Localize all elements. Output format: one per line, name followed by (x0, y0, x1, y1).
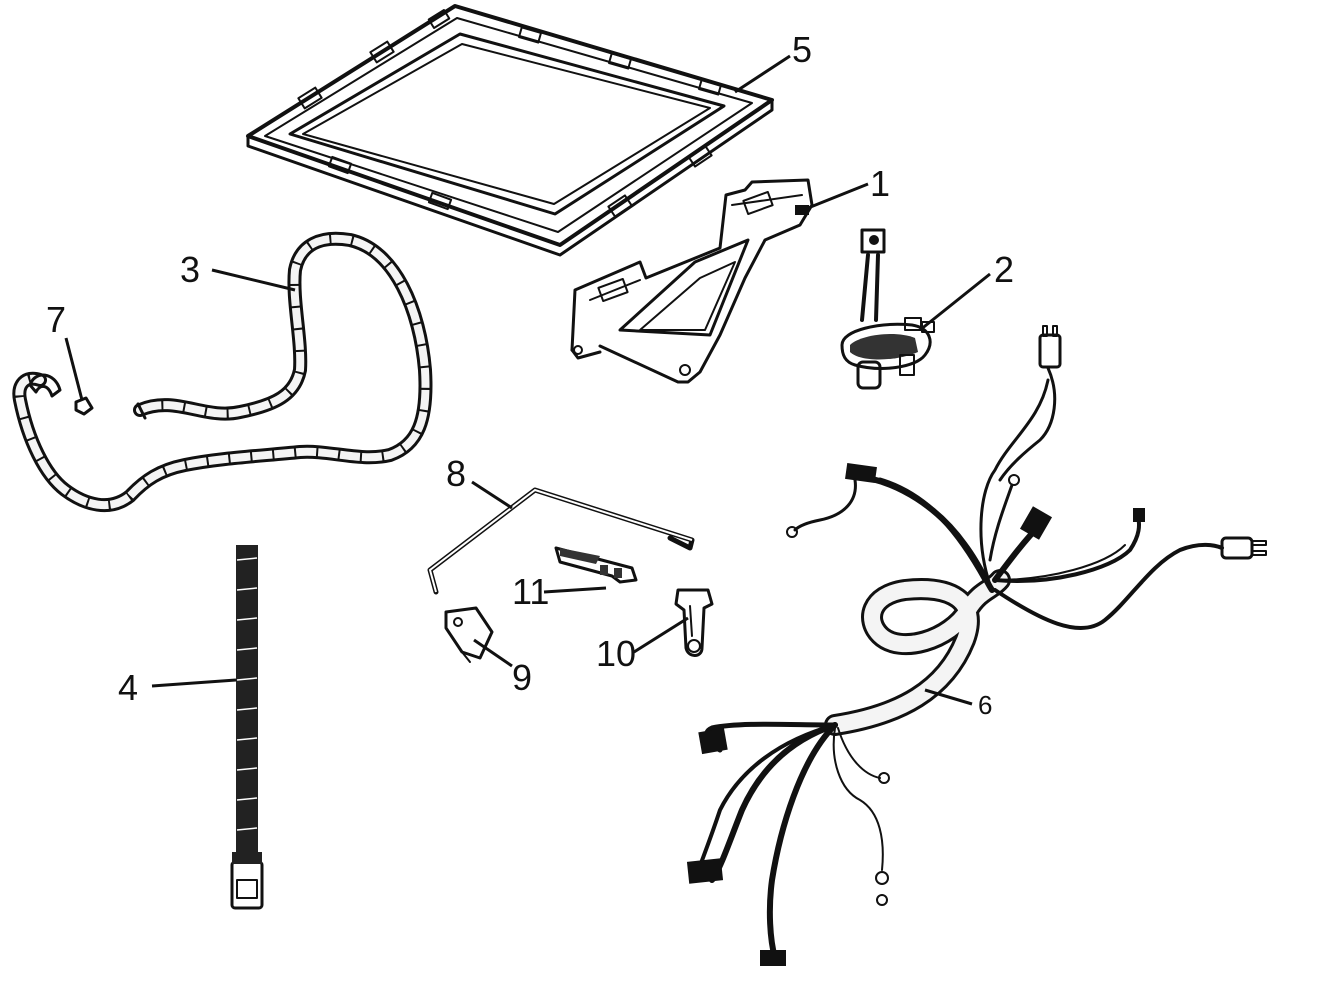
label-part-6: 6 (978, 690, 992, 720)
part-3-hose (12, 231, 433, 513)
leader-1 (807, 182, 869, 210)
part-5-top-frame (246, 4, 774, 257)
label-part-1: 1 (870, 163, 890, 204)
leader-9 (473, 638, 513, 668)
label-part-3: 3 (180, 249, 200, 290)
label-part-5: 5 (792, 29, 812, 70)
leader-3 (211, 268, 296, 292)
part-1-bracket (570, 178, 814, 384)
leader-11 (543, 586, 607, 594)
label-part-4: 4 (118, 667, 138, 708)
leader-5 (734, 54, 791, 94)
leader-lines (64, 54, 991, 706)
label-part-2: 2 (994, 249, 1014, 290)
leader-6 (924, 688, 973, 706)
label-part-10: 10 (596, 633, 636, 674)
part-2-water-level-switch (840, 228, 935, 390)
label-part-7: 7 (46, 299, 66, 340)
part-10-latch (674, 588, 714, 657)
part-7-clamp (74, 396, 94, 416)
leader-8 (471, 480, 513, 510)
leader-7 (64, 337, 84, 401)
label-part-9: 9 (512, 657, 532, 698)
part-8-rod (427, 487, 695, 595)
leader-2 (919, 272, 991, 332)
leader-10 (633, 616, 689, 654)
label-part-8: 8 (446, 453, 466, 494)
part-labels: 5 1 2 3 7 4 8 11 9 10 6 (46, 29, 1014, 720)
part-11-clip (554, 546, 638, 584)
leader-4 (151, 678, 237, 688)
part-9-bracket (444, 606, 494, 663)
part-4-drain-hose (230, 545, 264, 910)
part-6-wiring-harness (686, 325, 1267, 966)
label-part-11: 11 (512, 571, 549, 612)
